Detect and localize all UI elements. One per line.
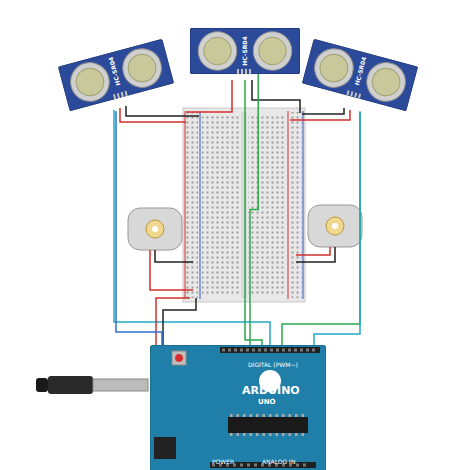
board-label: DIGITAL (PWM~) [248, 362, 298, 368]
jumper-wire [250, 74, 258, 345]
jumper-wire [314, 111, 360, 345]
dc-motor [296, 205, 362, 262]
board-label: UNO [258, 399, 276, 406]
board-label: ANALOG IN [262, 459, 295, 465]
usb-cable [36, 376, 148, 394]
ultrasonic-sensor: HC-SR04 [302, 39, 418, 111]
arduino-board: DIGITAL (PWM~) ARDUINO UNO POWER ANALOG IN [150, 345, 326, 470]
arduino-body [150, 345, 326, 470]
brand-label: ARDUINO [242, 385, 300, 396]
part-label: HC-SR04 [242, 36, 248, 65]
ultrasonic-sensor: HC-SR04 [190, 28, 300, 74]
ultrasonic-sensor: HC-SR04 [58, 39, 174, 111]
breadboard [183, 108, 305, 302]
board-label: POWER [212, 459, 234, 465]
jumper-wire [116, 111, 162, 345]
dc-motor [128, 208, 193, 290]
